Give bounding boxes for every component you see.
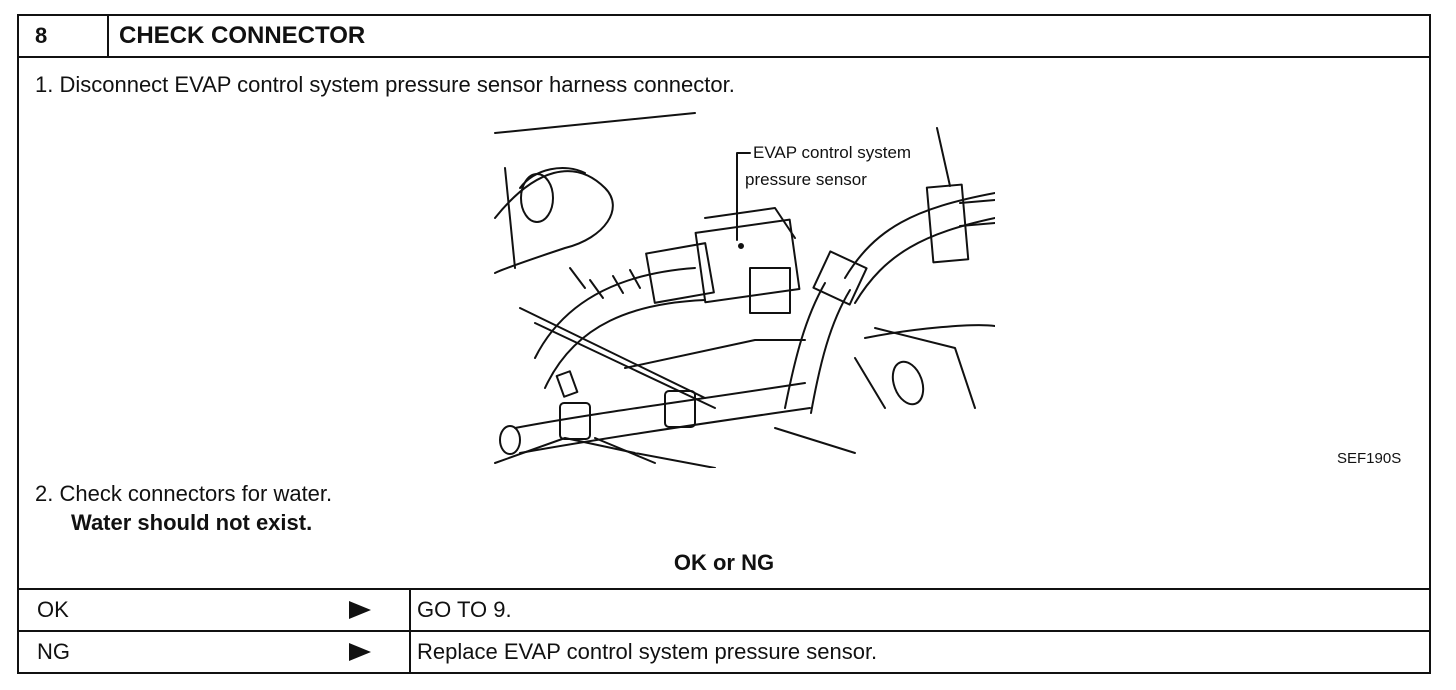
result-action: GO TO 9. [417,597,512,622]
hose-clamp-left [559,402,591,440]
procedure-table: 8 CHECK CONNECTOR 1. Disconnect EVAP con… [17,14,1431,674]
figure-code: SEF190S [1337,450,1402,467]
pressure-sensor [694,218,801,304]
column-divider [409,590,411,630]
upper-hose [494,170,614,274]
sensor-illustration: EVAP control system pressure sensor [494,112,995,468]
harness-connector [645,242,715,304]
figure-label-line2: pressure sensor [745,170,867,189]
result-key: NG [37,639,70,664]
arrow-right-icon [349,643,371,661]
result-row-ok: OK GO TO 9. [19,588,1429,630]
harness-tube [534,267,696,359]
step-title: CHECK CONNECTOR [119,22,366,49]
step-2-emphasis: Water should not exist. [71,510,313,535]
column-divider [409,632,411,674]
result-key: OK [37,597,69,622]
result-heading: OK or NG [673,550,775,575]
arrow-right-icon [349,601,371,619]
table-header: 8 CHECK CONNECTOR [19,16,1429,58]
hose-end [520,173,554,223]
result-row-ng: NG Replace EVAP control system pressure … [19,630,1429,674]
step-number: 8 [19,16,109,56]
figure-label-line1: EVAP control system [753,143,911,162]
step-2-text: 2. Check connectors for water. [35,481,333,506]
result-action: Replace EVAP control system pressure sen… [417,639,878,664]
pipe-clamp [925,183,970,264]
lower-tube [514,382,806,429]
step-1-text: 1. Disconnect EVAP control system pressu… [35,72,735,97]
